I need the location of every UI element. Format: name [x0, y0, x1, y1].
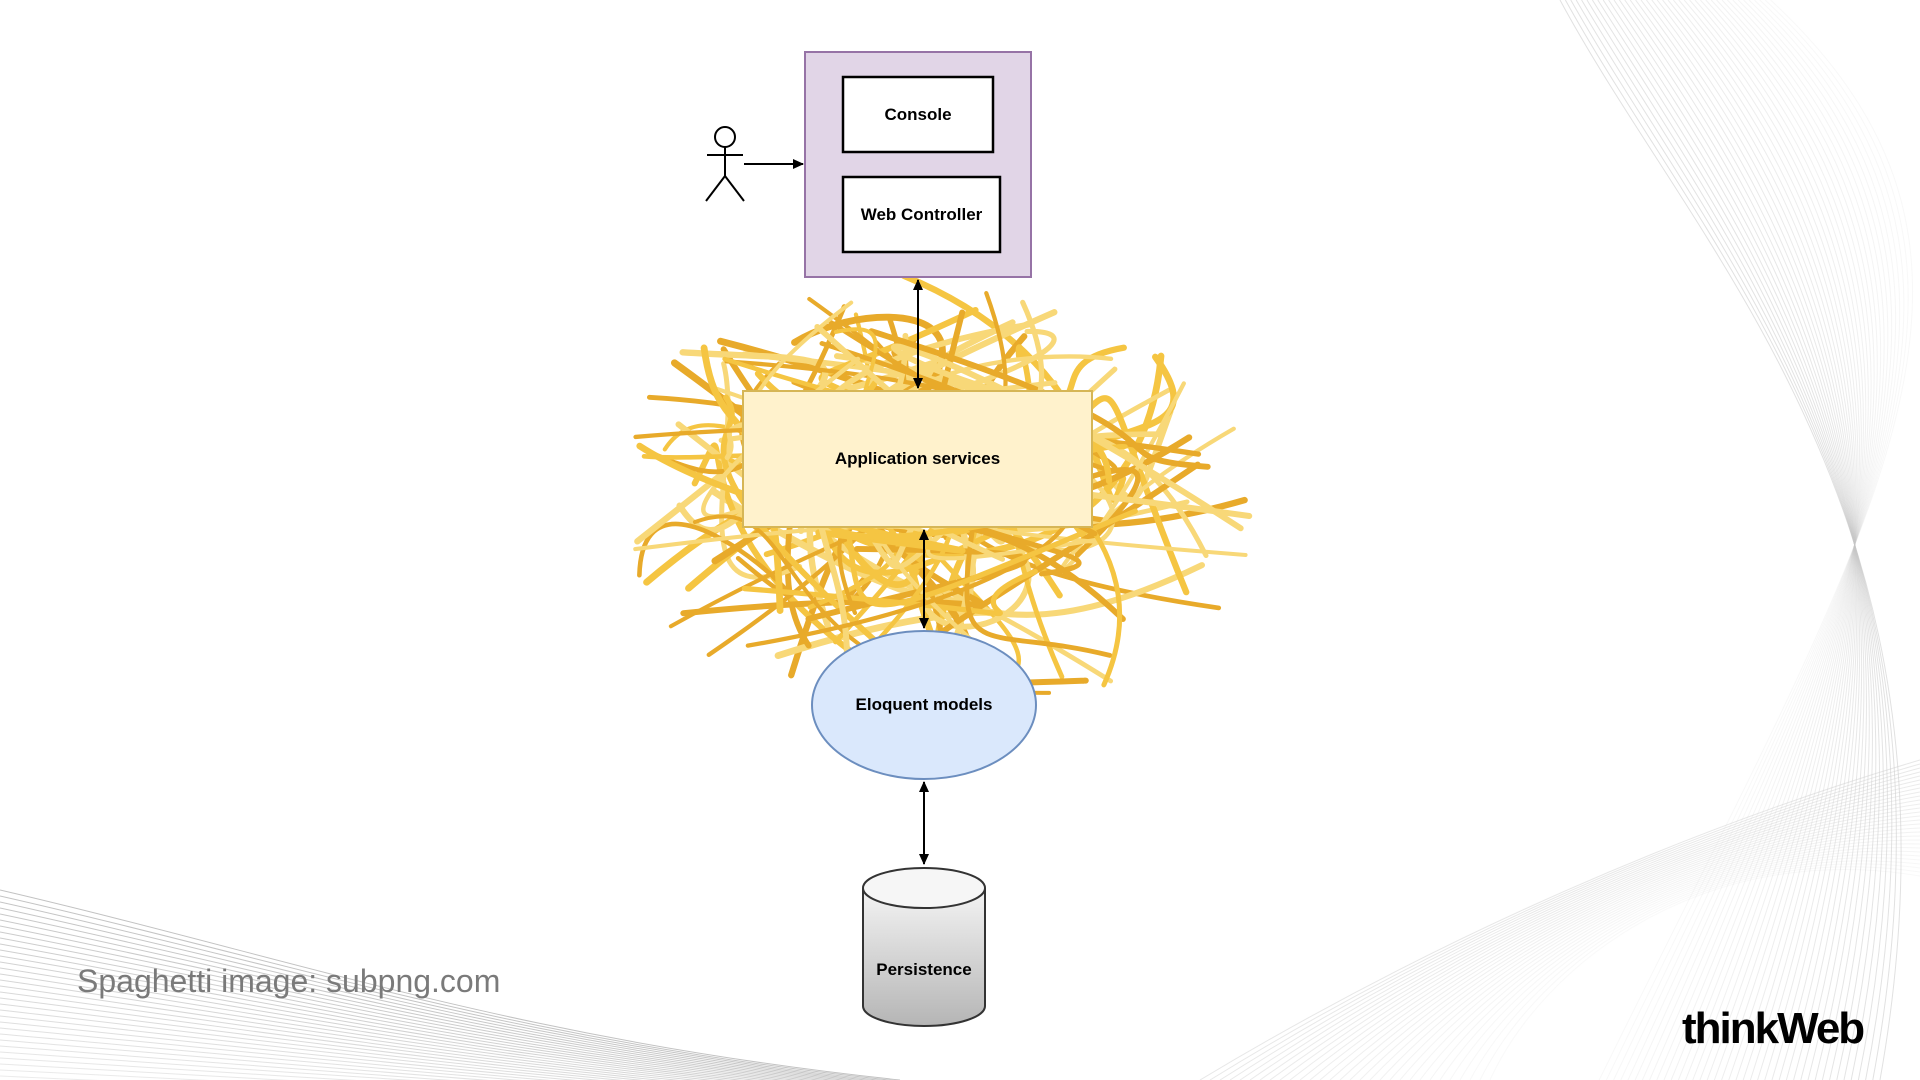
application-services-box	[742, 390, 1093, 528]
console-label: Console	[884, 104, 952, 124]
persistence-database-icon	[862, 867, 986, 1027]
persistence-label: Persistence	[876, 960, 972, 979]
user-actor-icon	[705, 126, 745, 202]
eloquent-models-label: Eloquent models	[855, 695, 993, 714]
console-box	[841, 75, 995, 154]
application-services-label: Application services	[834, 449, 1001, 468]
thinkweb-logo: thinkWeb	[1682, 1004, 1865, 1053]
web-controller-box	[841, 175, 1002, 254]
image-credit-caption: Spaghetti image: subpng.com	[77, 963, 501, 999]
eloquent-models-ellipse	[811, 630, 1037, 780]
web-controller-label: Web Controller	[860, 204, 983, 224]
